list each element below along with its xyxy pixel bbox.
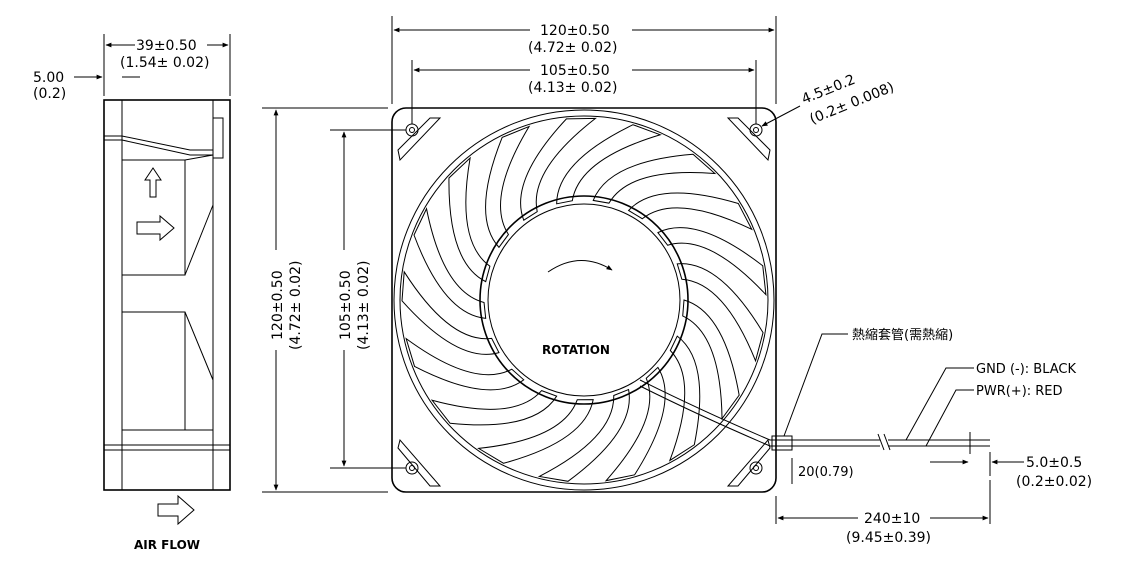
fan-blade <box>401 270 500 355</box>
side-depth-in: (1.54± 0.02) <box>120 55 209 71</box>
side-lip-mm: 5.00 <box>33 70 64 86</box>
fan-blade <box>676 263 764 363</box>
fan-blade <box>556 124 662 205</box>
hole-spacing-mm: 105±0.50 <box>540 63 610 79</box>
hub-inner <box>487 203 681 397</box>
fan-blade <box>668 335 701 462</box>
outer-height-mm: 120±0.50 <box>270 270 286 340</box>
fan-blades <box>401 117 767 482</box>
side-depth-mm: 39±0.50 <box>136 38 197 54</box>
fan-frame <box>391 107 777 493</box>
strip-mm: 5.0±0.5 <box>1026 455 1082 471</box>
hole-height-mm: 105±0.50 <box>338 270 354 340</box>
right-arrow-icon <box>136 214 175 242</box>
gnd-label: GND (-): BLACK <box>976 362 1076 377</box>
side-view: AIR FLOW 39±0.50 (1.54± 0.02) 5.00 (0.2) <box>33 34 231 552</box>
fan-blade <box>537 388 630 482</box>
airflow-arrow-icon <box>157 494 195 526</box>
up-arrow-icon <box>144 167 162 198</box>
fan-blade <box>592 153 717 204</box>
fan-blade <box>520 117 597 221</box>
strip-in: (0.2±0.02) <box>1016 474 1092 490</box>
lead-length-mm: 240±10 <box>864 511 920 527</box>
hole-spacing-in: (4.13± 0.02) <box>528 80 617 96</box>
fan-blade <box>657 227 767 297</box>
fan-ring <box>393 109 775 491</box>
fan-blade <box>627 192 753 231</box>
outer-height-in: (4.72± 0.02) <box>288 261 304 350</box>
side-lip-in: (0.2) <box>33 86 66 102</box>
wire-leads: 熱縮套管(需熱縮) GND (-): BLACK PWR(+): RED 20(… <box>639 327 1092 546</box>
fan-blade <box>604 366 666 482</box>
fan-blade <box>477 399 594 464</box>
hole-height-in: (4.13± 0.02) <box>356 261 372 350</box>
fan-blade <box>405 337 525 391</box>
fan-blade <box>448 156 491 283</box>
fan-blade <box>413 207 487 319</box>
hub-outer <box>479 195 689 405</box>
pwr-label: PWR(+): RED <box>976 384 1063 399</box>
outer-width-mm: 120±0.50 <box>540 23 610 39</box>
sleeve-label: 熱縮套管(需熱縮) <box>852 327 953 343</box>
heat-shrink-sleeve <box>771 435 793 451</box>
lead-length-in: (9.45±0.39) <box>846 530 931 546</box>
fan-blade <box>485 125 531 249</box>
airflow-label: AIR FLOW <box>134 538 200 552</box>
front-view: ROTATION 120±0.50 (4.72± 0.02) 105±0.50 … <box>262 16 896 493</box>
rotation-label: ROTATION <box>542 343 610 357</box>
side-frame <box>103 99 231 491</box>
outer-width-in: (4.72± 0.02) <box>528 40 617 56</box>
rotation-arrow-icon <box>547 260 613 273</box>
fan-blade <box>430 390 558 426</box>
sleeve-length: 20(0.79) <box>798 465 854 480</box>
